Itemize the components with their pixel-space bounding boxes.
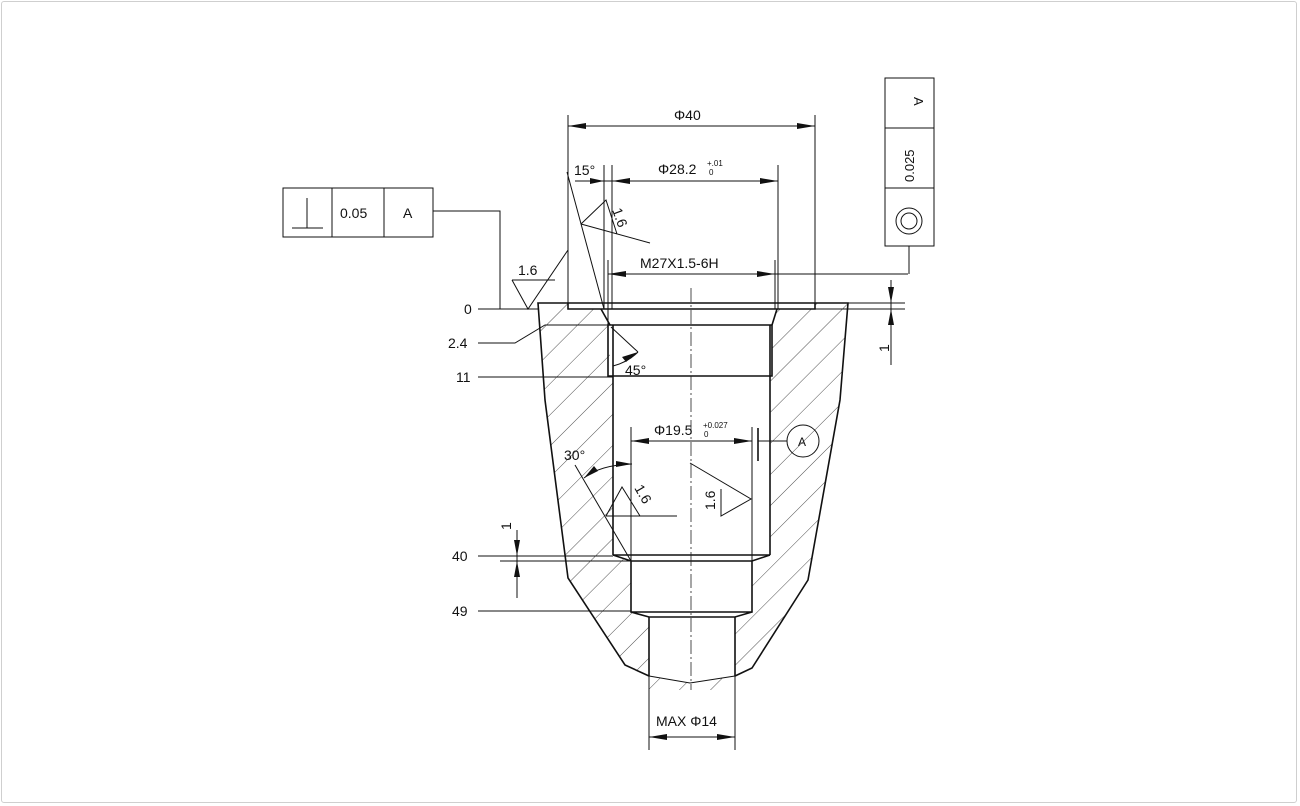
angle-text: 30° (564, 447, 585, 463)
chamfer (600, 308, 778, 326)
dim-bottom: MAX Φ14 (648, 676, 736, 750)
roughness-text: 1.6 (518, 262, 538, 278)
dim-text: M27X1.5-6H (640, 255, 719, 271)
concentricity-icon (895, 207, 923, 235)
fcf-datum: A (911, 97, 926, 106)
roughness-text: 1.6 (609, 206, 631, 230)
thread-outline (607, 324, 773, 377)
dim-text: Φ19.5 (654, 422, 693, 438)
dim-thread: M27X1.5-6H (607, 255, 908, 325)
roughness-text: 1.6 (702, 490, 718, 510)
fcf-datum: A (403, 205, 413, 221)
dim-text: Φ40 (674, 107, 701, 123)
dim-chamfer-angle: 45° (610, 326, 646, 378)
depth-labels: 0 2.4 11 40 49 (448, 301, 631, 619)
datum-a: A (757, 424, 820, 461)
counterbore (567, 302, 816, 310)
dim-text: Φ28.2 (658, 161, 697, 177)
dim-step-top: 1 (815, 280, 905, 365)
dim-counterbore: Φ28.2 +.01 0 15° (566, 159, 779, 310)
section-hatch (538, 303, 848, 690)
angle-text: 45° (625, 362, 646, 378)
fcf-tolerance: 0.025 (902, 149, 917, 182)
dim-bottom-angle: 30° (564, 447, 633, 562)
roughness-chamfer: 1.6 (580, 199, 651, 244)
tol-upper: +.01 (707, 159, 723, 168)
fcf-perpendicularity: 0.05 A (282, 187, 501, 309)
depth-label: 0 (464, 301, 472, 317)
tol-upper: +0.027 (703, 421, 728, 430)
roughness-face: 1.6 (511, 249, 569, 310)
fcf-concentricity: A 0.025 (884, 77, 935, 274)
fcf-tolerance: 0.05 (340, 205, 367, 221)
bottom-cone (648, 675, 736, 684)
dim-text: 1 (876, 344, 892, 352)
dim-step-lower: 1 (498, 522, 520, 598)
depth-label: 2.4 (448, 335, 468, 351)
roughness-bore-right: 1.6 (689, 462, 752, 517)
roughness-text: 1.6 (631, 482, 655, 507)
roughness-bore-left: 1.6 (605, 482, 677, 517)
dim-text: MAX Φ14 (656, 713, 717, 729)
lower-bore (612, 554, 771, 676)
bore-walls (612, 325, 771, 556)
depth-label: 11 (456, 369, 471, 385)
depth-label: 49 (452, 603, 468, 619)
tol-lower: 0 (704, 430, 709, 439)
tol-lower: 0 (709, 168, 714, 177)
dim-bore: Φ19.5 +0.027 0 (630, 421, 753, 561)
angle-text: 15° (574, 162, 595, 178)
datum-text: A (798, 435, 806, 449)
perpendicularity-icon (292, 198, 323, 229)
dim-outer-diameter: Φ40 (567, 107, 816, 303)
dim-text: 1 (498, 522, 514, 530)
depth-label: 40 (452, 548, 468, 564)
